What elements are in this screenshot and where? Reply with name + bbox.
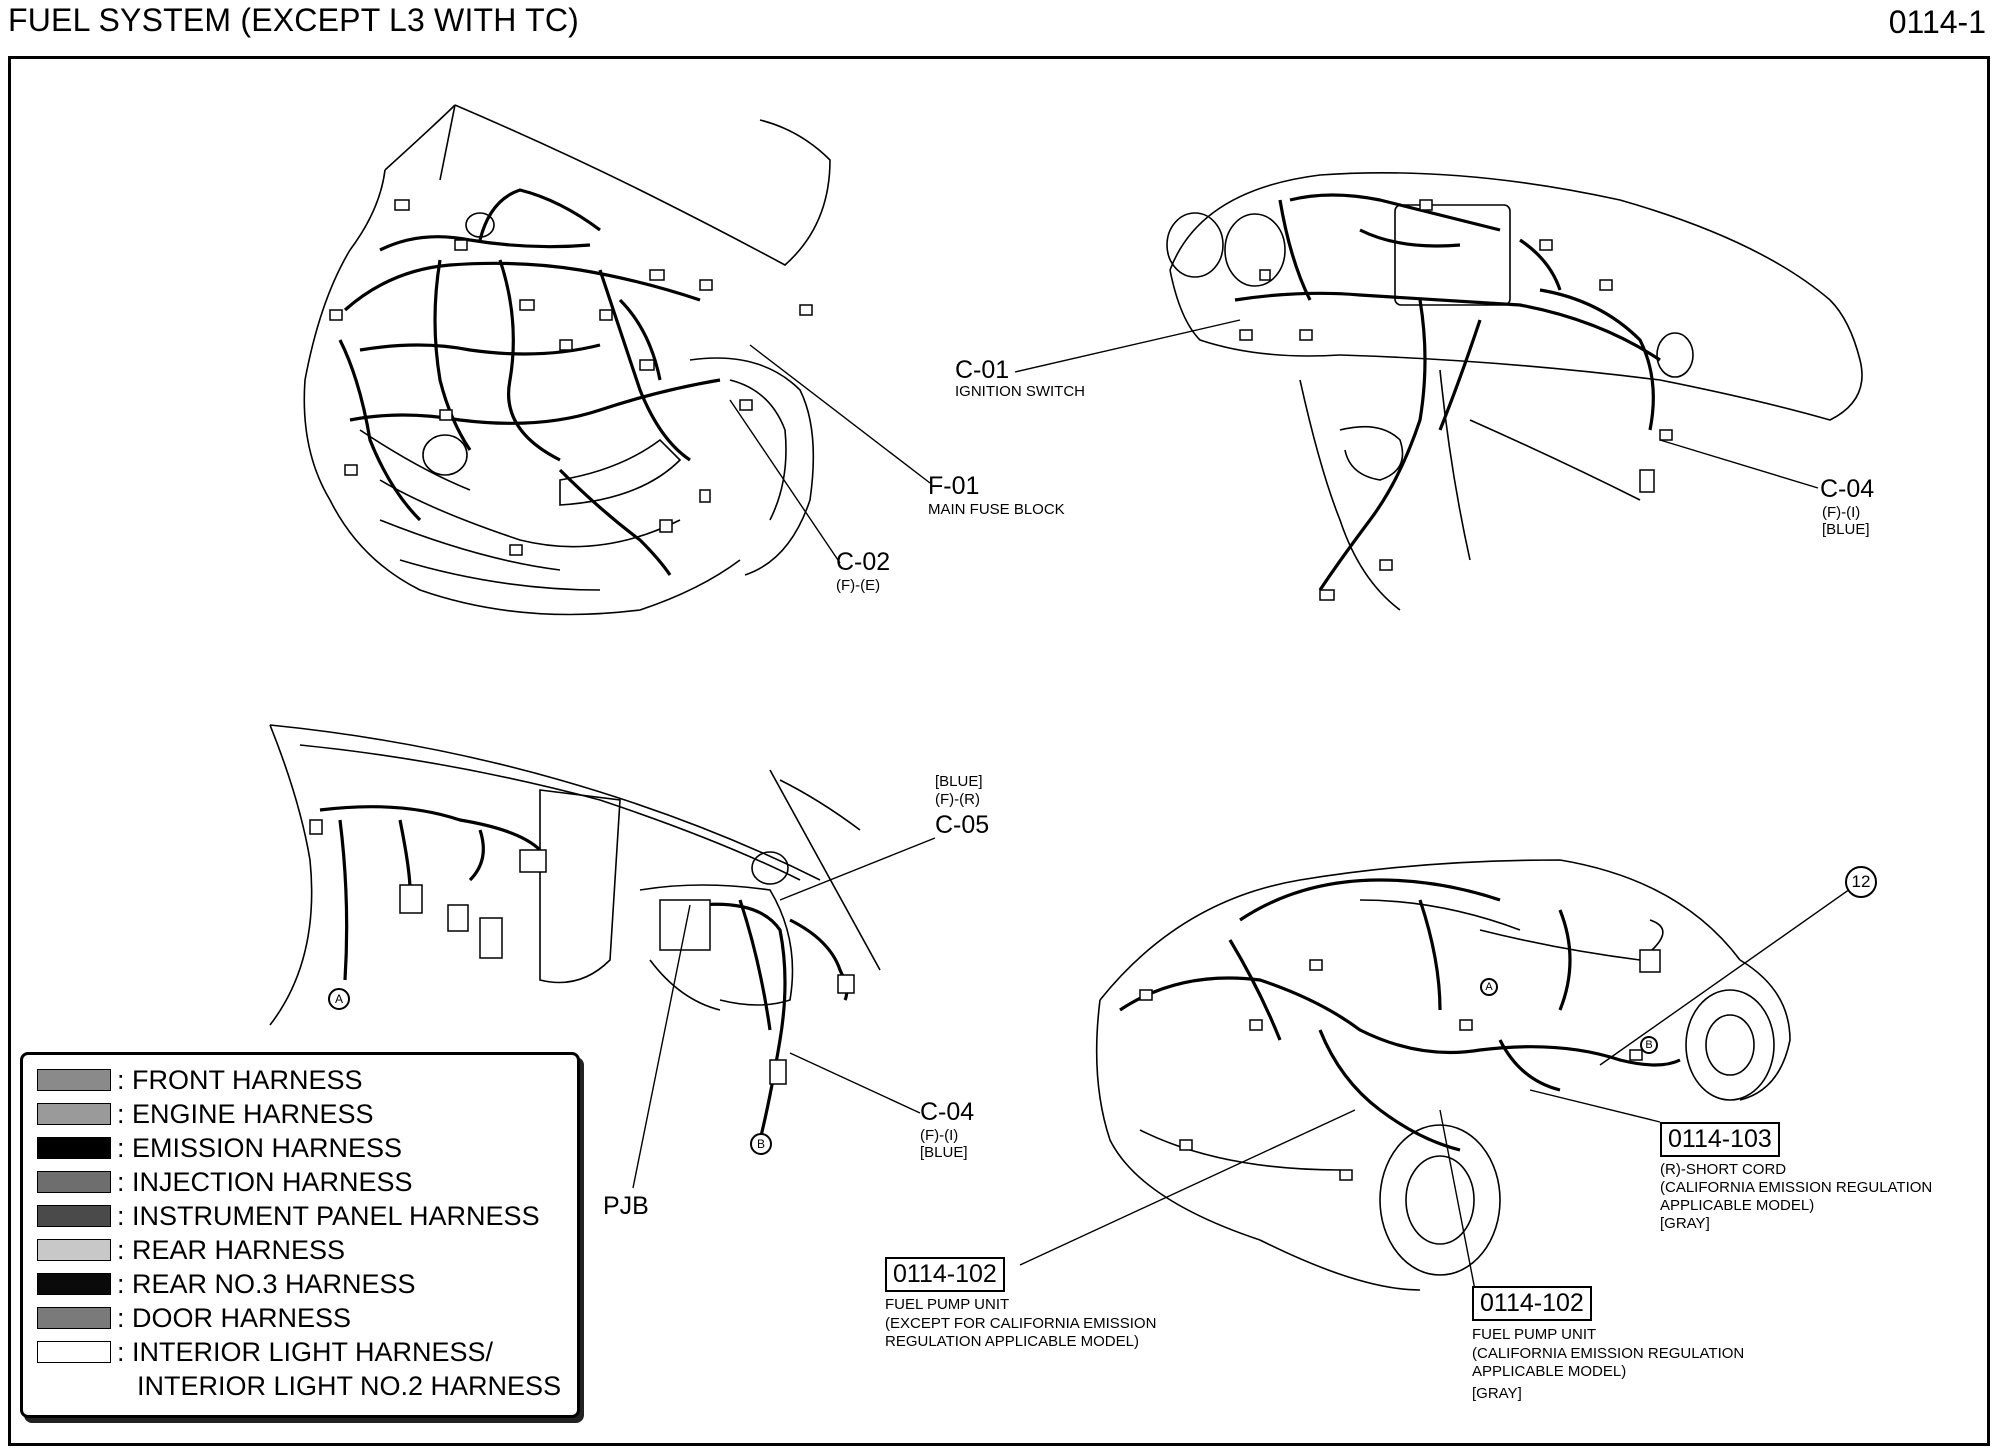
page-title: FUEL SYSTEM (EXCEPT L3 WITH TC) [8,2,580,38]
legend-swatch [37,1205,111,1227]
legend-swatch [37,1069,111,1091]
ref-0114-102-right-line2: (CALIFORNIA EMISSION REGULATION [1472,1345,1745,1362]
kick-panel-connectors [309,819,855,1085]
dashboard-harness [1234,193,1661,591]
ref-box-0114-102-right: 0114-102 [1472,1286,1592,1321]
callout-c04-mid-color: [BLUE] [920,1144,968,1161]
callout-c01-code: C-01 [955,356,1010,384]
ref-0114-102-left-line3: REGULATION APPLICABLE MODEL) [885,1333,1139,1350]
legend-item: : REAR NO.3 HARNESS [37,1269,416,1299]
ref-box-0114-103: 0114-103 [1660,1122,1780,1157]
rear-vehicle-connectors [1139,949,1661,1181]
dashboard-illustration [1166,171,1863,611]
legend-item: : INJECTION HARNESS [37,1167,413,1197]
ref-0114-102-left-line2: (EXCEPT FOR CALIFORNIA EMISSION [885,1315,1157,1332]
connector-mark-a: A [328,988,350,1010]
legend-label: : REAR HARNESS [117,1234,346,1265]
dashboard-connectors [1239,199,1673,601]
kick-panel-harness [319,805,849,1141]
rear-vehicle-harness [1119,878,1681,1152]
callout-c04-mid-code: C-04 [920,1098,975,1126]
harness-legend: : FRONT HARNESS : ENGINE HARNESS : EMISS… [20,1052,580,1418]
legend-swatch [37,1341,111,1363]
ref-0114-103-line3: APPLICABLE MODEL) [1660,1197,1815,1214]
ref-0114-102-right-color: [GRAY] [1472,1385,1522,1402]
circle-callout-12: 12 [1845,866,1877,898]
kick-panel-illustration [269,724,881,1026]
diagram-frame [8,56,1990,1446]
legend-item: : REAR HARNESS [37,1235,345,1265]
ref-0114-103-line2: (CALIFORNIA EMISSION REGULATION [1660,1179,1933,1196]
legend-swatch [37,1137,111,1159]
legend-label: : INSTRUMENT PANEL HARNESS [117,1200,540,1231]
ref-0114-103-line1: (R)-SHORT CORD [1660,1161,1787,1178]
legend-label: : EMISSION HARNESS [117,1132,403,1163]
ref-0114-103-color: [GRAY] [1660,1215,1710,1232]
legend-label: : INJECTION HARNESS [117,1166,413,1197]
callout-c05-sub: (F)-(R) [935,791,980,808]
legend-swatch [37,1239,111,1261]
legend-swatch [37,1273,111,1295]
legend-label: : ENGINE HARNESS [117,1098,374,1129]
callout-c01-desc: IGNITION SWITCH [955,383,1085,400]
callout-c05-color: [BLUE] [935,773,983,790]
callout-f01-desc: MAIN FUSE BLOCK [928,501,1065,518]
connector-mark-b-rear: B [1640,1036,1658,1054]
ref-0114-102-right-line3: APPLICABLE MODEL) [1472,1363,1627,1380]
callout-f01-code: F-01 [928,472,980,500]
callout-pjb: PJB [603,1192,649,1220]
legend-label: : REAR NO.3 HARNESS [117,1268,416,1299]
rear-vehicle-illustration [1095,859,1791,1291]
callout-c04-top-color: [BLUE] [1822,521,1870,538]
legend-item: : EMISSION HARNESS [37,1133,402,1163]
callout-c02-code: C-02 [836,548,891,576]
ref-box-0114-102-left: 0114-102 [885,1257,1005,1292]
legend-label: : INTERIOR LIGHT HARNESS/ [117,1336,494,1367]
legend-swatch [37,1103,111,1125]
legend-item: : INSTRUMENT PANEL HARNESS [37,1201,540,1231]
ref-0114-102-right-line1: FUEL PUMP UNIT [1472,1326,1597,1343]
connector-mark-a-rear: A [1480,978,1498,996]
ref-0114-102-left-line1: FUEL PUMP UNIT [885,1296,1010,1313]
legend-item: : FRONT HARNESS [37,1065,363,1095]
leader-lines [632,319,1861,1291]
legend-swatch [37,1307,111,1329]
page-number: 0114-1 [1888,4,1986,40]
legend-item: : DOOR HARNESS [37,1303,351,1333]
legend-swatch [37,1171,111,1193]
legend-label: : FRONT HARNESS [117,1064,363,1095]
callout-c02-sub: (F)-(E) [836,577,881,594]
engine-bay-harness [338,188,721,576]
callout-c04-mid-sub: (F)-(I) [920,1127,959,1144]
legend-item: : INTERIOR LIGHT HARNESS/ [37,1337,493,1367]
legend-label-continuation: INTERIOR LIGHT NO.2 HARNESS [137,1371,562,1401]
legend-item: : ENGINE HARNESS [37,1099,374,1129]
legend-label: : DOOR HARNESS [117,1302,352,1333]
connector-mark-b: B [750,1133,772,1155]
callout-c04-top-code: C-04 [1820,475,1875,503]
callout-c04-top-sub: (F)-(I) [1822,504,1861,521]
callout-c05-code: C-05 [935,811,990,839]
engine-bay-connectors [329,199,813,556]
engine-bay-illustration [303,104,831,616]
